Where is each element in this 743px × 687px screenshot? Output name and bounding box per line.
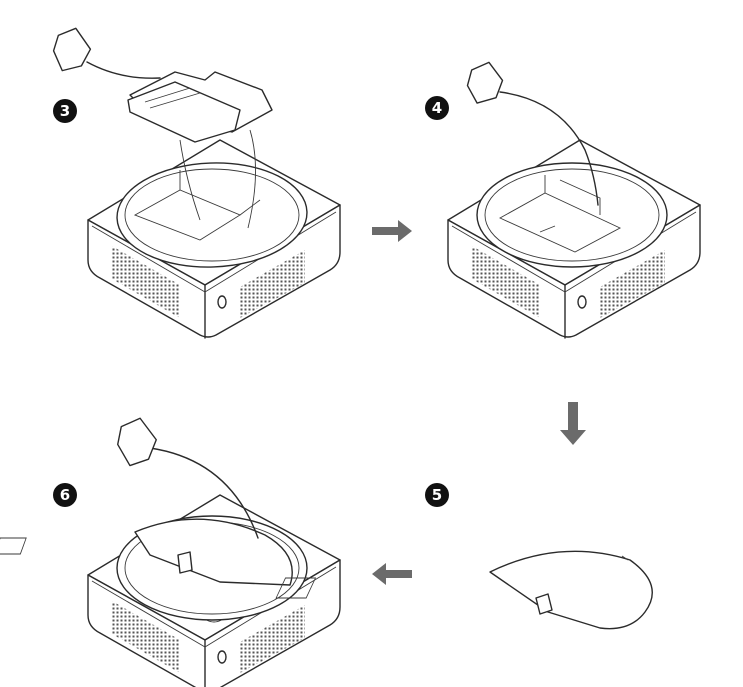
step-number-6: 6 — [60, 486, 70, 504]
arrow-down-icon — [560, 402, 586, 445]
step-5-illustration — [275, 550, 653, 630]
step-3-illustration — [52, 27, 341, 339]
step-number-5: 5 — [432, 486, 442, 504]
arrow-left-icon — [372, 563, 412, 585]
step-badge-3: 3 — [53, 99, 77, 123]
step-badge-6: 6 — [53, 483, 77, 507]
step-6-illustration — [0, 417, 341, 687]
step-number-3: 3 — [60, 102, 70, 120]
step-4-illustration — [447, 61, 701, 339]
step-badge-5: 5 — [425, 483, 449, 507]
arrow-right-icon — [372, 220, 412, 242]
step-number-4: 4 — [432, 99, 442, 117]
step-badge-4: 4 — [425, 96, 449, 120]
